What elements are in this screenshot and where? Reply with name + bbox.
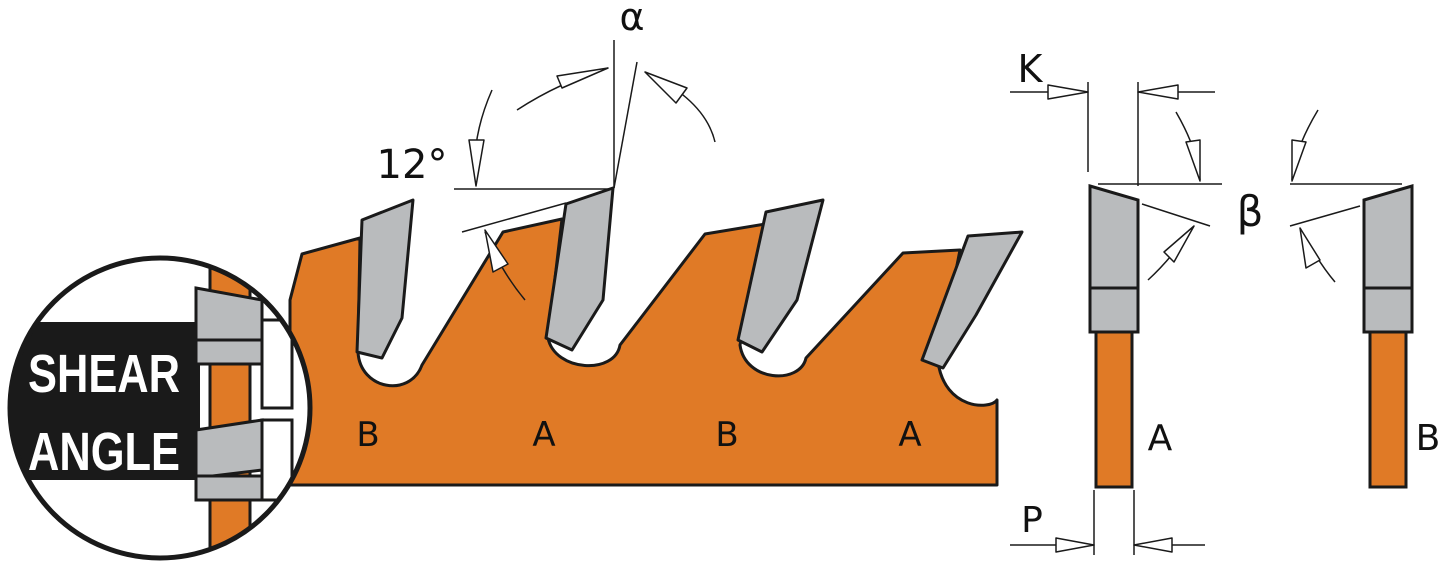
profile-a-label: A [1148, 418, 1173, 459]
tooth-label-2: A [532, 415, 555, 455]
beta-label: β [1237, 187, 1264, 236]
angle-arrows [468, 67, 688, 273]
k-label: K [1018, 47, 1044, 91]
tooth-2 [544, 186, 615, 352]
profile-b-label: B [1416, 418, 1441, 459]
shear-angle-badge: SHEAR ANGLE [7, 255, 313, 561]
tooth-1 [355, 198, 415, 360]
dimension-arrows [1047, 84, 1321, 553]
tooth-label-4: A [898, 415, 921, 455]
profile-a [1088, 184, 1140, 489]
tooth-3 [736, 198, 825, 354]
tooth-label-1: B [356, 415, 379, 455]
angle-label: 12° [377, 142, 448, 188]
badge-line-2: ANGLE [28, 422, 180, 482]
alpha-label: α [619, 0, 644, 39]
profile-b [1362, 184, 1414, 489]
blade-body [288, 217, 999, 487]
tooth-4 [920, 230, 1024, 370]
tooth-label-3: B [715, 415, 738, 455]
p-label: P [1021, 500, 1043, 541]
dimension-lines [1010, 82, 1402, 555]
badge-line-1: SHEAR [28, 344, 180, 404]
